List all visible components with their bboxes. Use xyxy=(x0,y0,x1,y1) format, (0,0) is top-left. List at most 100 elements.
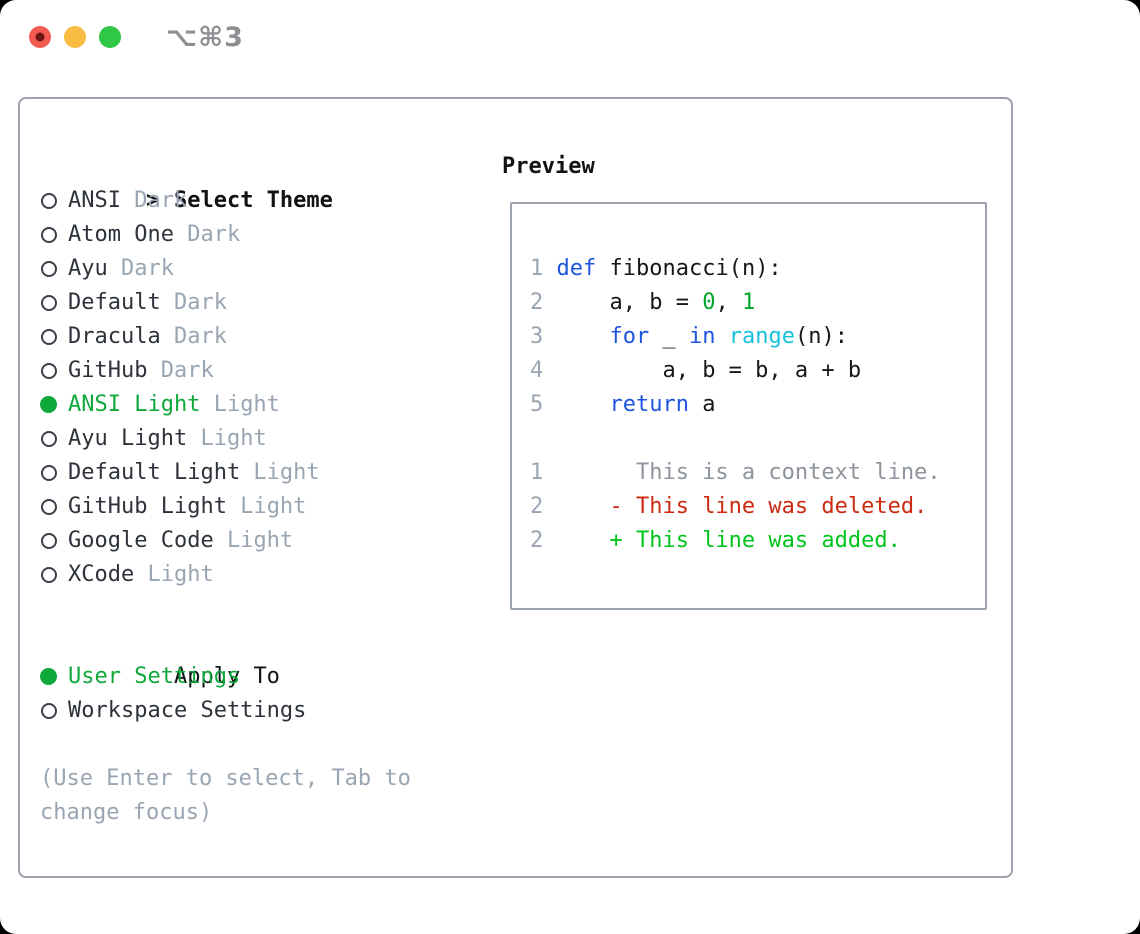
apply-option-label: Workspace Settings xyxy=(68,698,307,723)
code-segment-kw: return xyxy=(609,392,689,417)
apply-option-label: User Settings xyxy=(68,664,241,689)
radio-icon xyxy=(40,320,68,354)
theme-option-default-light[interactable]: Default Light Light xyxy=(40,456,480,490)
apply-option-workspace-settings[interactable]: Workspace Settings xyxy=(40,694,480,728)
code-segment-fn: range xyxy=(728,324,795,349)
theme-option-label: Dracula xyxy=(68,324,161,349)
close-button-icon[interactable] xyxy=(29,26,51,48)
theme-variant-label: Light xyxy=(240,460,320,485)
code-segment-ctx: This is a context line. xyxy=(543,460,941,485)
theme-option-label: Ayu Light xyxy=(68,426,188,451)
code-segment-t: fibonacci(n): xyxy=(596,256,782,281)
theme-variant-label: Light xyxy=(213,528,294,553)
theme-option-ansi-light[interactable]: ANSI Light Light xyxy=(40,388,480,422)
theme-option-github-light[interactable]: GitHub Light Light xyxy=(40,490,480,524)
apply-option-user-settings[interactable]: User Settings xyxy=(40,660,480,694)
code-segment-ln: 2 xyxy=(530,528,544,553)
theme-option-atom-one[interactable]: Atom One Dark xyxy=(40,218,480,252)
theme-variant-label: Dark xyxy=(160,324,227,349)
theme-option-label: Ayu xyxy=(68,256,108,281)
code-segment-add: + This line was added. xyxy=(543,528,901,553)
theme-option-github[interactable]: GitHub Dark xyxy=(40,354,480,388)
code-segment-t xyxy=(543,324,609,349)
help-text: (Use Enter to select, Tab to change focus… xyxy=(40,762,480,830)
theme-variant-label: Light xyxy=(226,494,307,519)
help-text-line: change focus) xyxy=(40,800,213,825)
radio-icon xyxy=(40,490,68,524)
theme-option-label: Default Light xyxy=(68,460,241,485)
theme-option-ayu-light[interactable]: Ayu Light Light xyxy=(40,422,480,456)
help-text-line: (Use Enter to select, Tab to xyxy=(40,766,411,791)
code-segment-ln: 2 xyxy=(530,290,544,315)
code-segment-t: a, b = xyxy=(543,290,703,315)
preview-code-line xyxy=(530,422,985,456)
preview-code-line: 2 + This line was added. xyxy=(530,524,985,558)
theme-option-label: GitHub Light xyxy=(68,494,227,519)
radio-icon xyxy=(40,558,68,592)
theme-option-ayu[interactable]: Ayu Dark xyxy=(40,252,480,286)
select-theme-title-label: Select Theme xyxy=(173,188,333,213)
select-theme-title: > Select Theme xyxy=(40,150,480,213)
code-segment-ln: 4 xyxy=(530,358,544,383)
radio-icon xyxy=(40,252,68,286)
code-segment-t: a, b = b, a + b xyxy=(543,358,862,383)
radio-icon xyxy=(40,184,68,218)
theme-option-xcode[interactable]: XCode Light xyxy=(40,558,480,592)
theme-variant-label: Dark xyxy=(173,222,241,247)
preview-code-line: 1 This is a context line. xyxy=(530,456,985,490)
preview-title: Preview xyxy=(502,154,595,179)
code-segment-t xyxy=(543,392,609,417)
radio-selected-icon xyxy=(40,388,68,422)
apply-to-title: Apply To xyxy=(40,626,480,689)
minimize-button-icon[interactable] xyxy=(64,26,86,48)
code-segment-del: - This line was deleted. xyxy=(543,494,928,519)
theme-variant-label: Light xyxy=(200,392,280,417)
theme-option-label: Default xyxy=(68,290,161,315)
code-segment-t: (n): xyxy=(794,324,848,349)
radio-icon xyxy=(40,456,68,490)
code-segment-ln: 1 xyxy=(530,256,544,281)
apply-to-title-label: Apply To xyxy=(173,664,280,689)
code-segment-ln: 2 xyxy=(530,494,544,519)
code-segment-t: a xyxy=(688,392,716,417)
preview-code-line: 2 - This line was deleted. xyxy=(530,490,985,524)
code-segment-num: 0 xyxy=(702,290,716,315)
preview-code-line: 2 a, b = 0, 1 xyxy=(530,286,985,320)
theme-variant-label: Dark xyxy=(107,256,174,281)
theme-variant-label: Light xyxy=(187,426,267,451)
theme-variant-label: Dark xyxy=(120,188,188,213)
focus-caret-icon: > xyxy=(145,188,160,213)
code-segment-t: _ xyxy=(649,324,689,349)
radio-icon xyxy=(40,524,68,558)
zoom-button-icon[interactable] xyxy=(99,26,121,48)
theme-option-label: Atom One xyxy=(68,222,174,247)
theme-option-ansi[interactable]: ANSI Dark xyxy=(40,184,480,218)
code-segment-ln: 3 xyxy=(530,324,544,349)
theme-option-label: Google Code xyxy=(68,528,214,553)
spacer-row xyxy=(40,728,480,762)
code-segment-kw: def xyxy=(556,256,597,281)
theme-option-label: GitHub xyxy=(68,358,148,383)
code-segment-t xyxy=(543,256,556,281)
theme-variant-label: Dark xyxy=(147,358,214,383)
preview-code-line: 1 def fibonacci(n): xyxy=(530,252,985,286)
theme-option-label: ANSI Light xyxy=(68,392,201,417)
theme-option-label: XCode xyxy=(68,562,135,587)
theme-variant-label: Light xyxy=(134,562,214,587)
theme-option-google-code[interactable]: Google Code Light xyxy=(40,524,480,558)
code-segment-num: 1 xyxy=(741,290,756,315)
preview-code-line: 3 for _ in range(n): xyxy=(530,320,985,354)
code-segment-ln: 1 xyxy=(530,460,544,485)
code-segment-t: , xyxy=(715,290,742,315)
theme-option-label: ANSI xyxy=(68,188,121,213)
code-segment-ln: 5 xyxy=(530,392,544,417)
radio-icon xyxy=(40,286,68,320)
theme-variant-label: Dark xyxy=(160,290,227,315)
theme-option-dracula[interactable]: Dracula Dark xyxy=(40,320,480,354)
theme-option-default[interactable]: Default Dark xyxy=(40,286,480,320)
window-hotkey-label: ⌥⌘3 xyxy=(166,22,244,53)
